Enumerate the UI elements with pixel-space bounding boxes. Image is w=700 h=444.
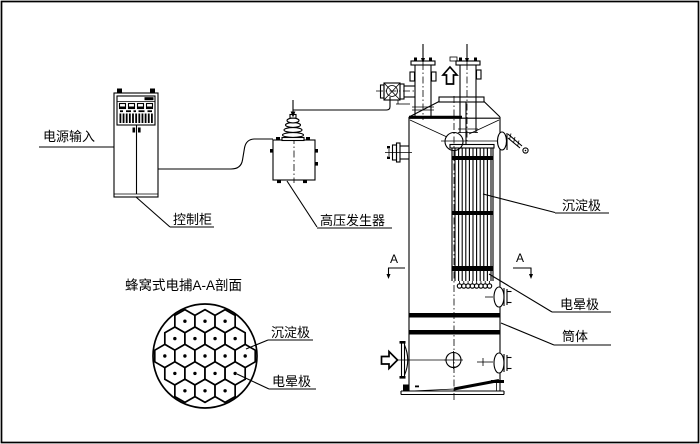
gas-outlet-arrow-icon (441, 65, 459, 85)
bushing-insulator (281, 113, 305, 142)
cabinet-grille (119, 113, 153, 123)
vessel-callouts: 沉淀极 电晕极 筒体 (482, 193, 611, 346)
cross-section-callouts: 沉淀极 电晕极 (236, 325, 316, 390)
hv-generator (270, 113, 318, 184)
honeycomb-cells (153, 308, 257, 404)
hv-generator-callout: 高压发生器 (286, 180, 392, 229)
corona-electrode-label: 电晕极 (560, 297, 599, 312)
shell-label: 筒体 (562, 329, 588, 344)
cross-section-shell-circle (152, 303, 258, 409)
gas-inlet (380, 341, 463, 379)
section-mark-left: A (386, 252, 405, 279)
mid-right-nozzle (485, 286, 512, 308)
outlet-nozzle-left (409, 44, 437, 120)
cross-section: 蜂窝式电捕A-A剖面 沉淀极 电晕极 (125, 277, 316, 409)
generator-to-vessel-wire (290, 97, 391, 118)
section-mark-left-label: A (390, 252, 398, 266)
cs-corona-electrode-label: 电晕极 (272, 374, 311, 389)
vessel-base (400, 379, 505, 396)
cs-precipitation-electrode-label: 沉淀极 (271, 325, 310, 340)
cross-section-title: 蜂窝式电捕A-A剖面 (125, 277, 242, 293)
stiffener-band-lower (409, 330, 500, 335)
corona-weights (456, 281, 493, 289)
upper-left-nozzle (385, 142, 412, 163)
control-cabinet (113, 88, 159, 198)
section-mark-right-label: A (516, 251, 524, 265)
precipitation-electrode-label: 沉淀极 (562, 198, 601, 213)
section-mark-right: A (513, 251, 533, 279)
control-cabinet-callout: 控制柜 (135, 196, 214, 228)
cabinet-to-generator-wire (158, 138, 273, 170)
tube-bundle (449, 143, 495, 289)
gas-inlet-arrow-icon (380, 349, 399, 371)
cabinet-meters (118, 102, 154, 110)
vessel: A A (376, 44, 533, 402)
outlet-nozzle-right (449, 44, 482, 141)
hv-generator-label: 高压发生器 (320, 213, 385, 228)
power-input-label: 电源输入 (43, 129, 95, 144)
stiffener-band-upper (409, 313, 500, 318)
cabinet-markings (120, 110, 152, 113)
hv-entry-assembly (376, 82, 416, 105)
vessel-roof (408, 96, 501, 138)
control-cabinet-label: 控制柜 (173, 212, 212, 227)
lower-right-nozzle (477, 352, 512, 374)
top-center-fitting (441, 131, 497, 152)
top-side-fitting (496, 131, 529, 154)
